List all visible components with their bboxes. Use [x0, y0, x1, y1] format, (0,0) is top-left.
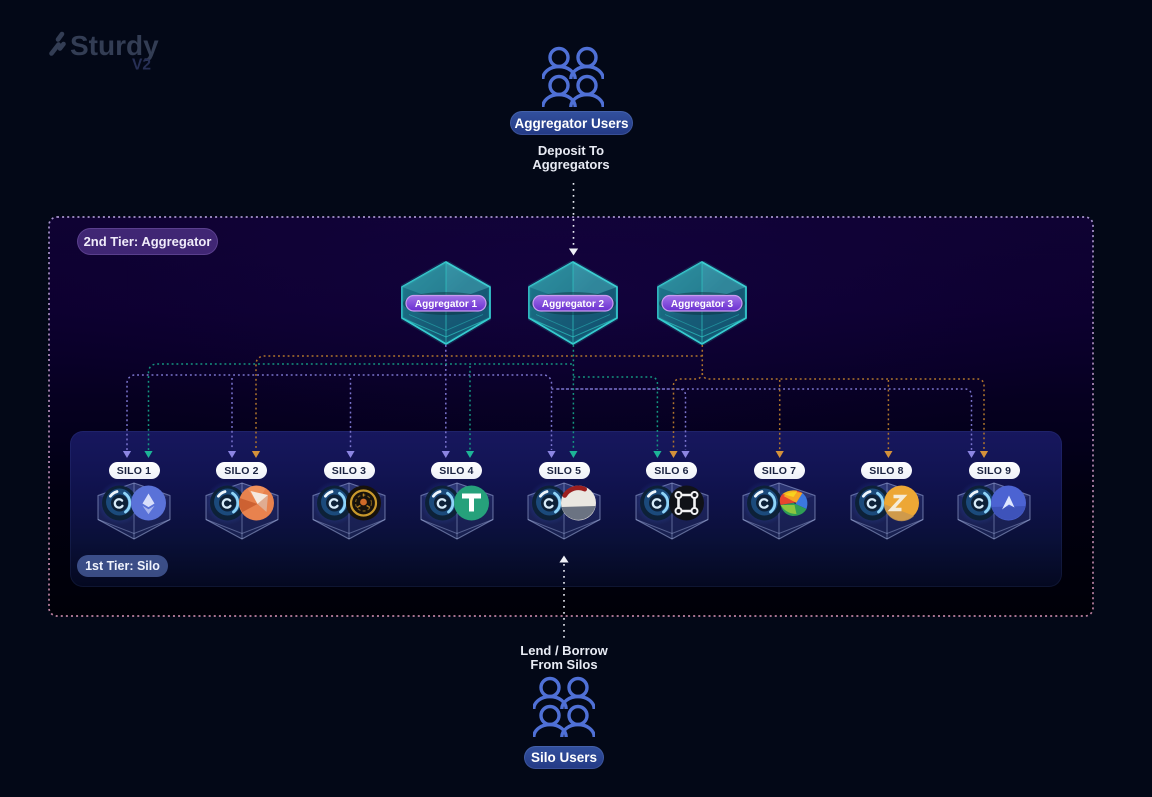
svg-text:Aggregator 1: Aggregator 1	[415, 299, 478, 310]
svg-text:Aggregator 2: Aggregator 2	[542, 299, 605, 310]
svg-text:V2: V2	[132, 57, 151, 74]
svg-text:Sturdy: Sturdy	[70, 30, 159, 61]
svg-text:Aggregator 3: Aggregator 3	[671, 299, 734, 310]
